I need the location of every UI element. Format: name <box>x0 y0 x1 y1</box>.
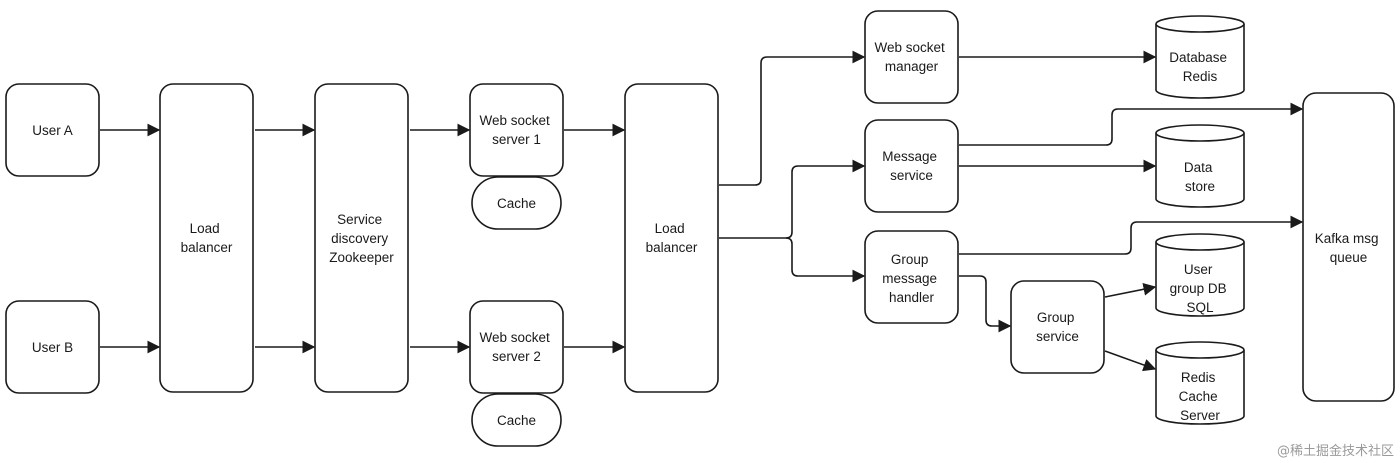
load-balancer-2-box: Load balancer <box>624 83 719 393</box>
edge-lb2-to-message-service <box>719 159 866 239</box>
ws-manager-label: Web socket manager <box>874 40 948 74</box>
group-service-box: Group service <box>1010 280 1105 374</box>
message-service-box: Message service <box>864 119 959 213</box>
cache-1-pill: Cache <box>471 176 562 230</box>
group-service-label: Group service <box>1036 310 1079 344</box>
user-a-box: User A <box>5 83 100 177</box>
ws-server-2-label: Web socket server 2 <box>479 330 553 364</box>
kafka-queue-box: Kafka msg queue <box>1302 92 1395 402</box>
edge-group-handler-to-kafka <box>959 215 1304 255</box>
ws-server-2-box: Web socket server 2 <box>469 300 564 394</box>
load-balancer-1-label: Load balancer <box>181 221 233 255</box>
ws-manager-box: Web socket manager <box>864 10 959 104</box>
kafka-queue-label: Kafka msg queue <box>1315 231 1383 265</box>
user-group-db-cylinder: User group DB SQL <box>1155 233 1245 317</box>
edges <box>100 50 1304 372</box>
edge-group-handler-to-group-service <box>959 275 1012 333</box>
load-balancer-2-label: Load balancer <box>646 221 698 255</box>
db-redis-label: Database Redis <box>1169 50 1231 84</box>
edge-lb2-to-group-handler <box>785 237 866 283</box>
data-store-cylinder: Data store <box>1155 124 1245 208</box>
redis-cache-label: Redis Cache Server <box>1179 370 1222 423</box>
ws-server-1-box: Web socket server 1 <box>469 83 564 177</box>
edge-group-service-to-user-group-db <box>1104 282 1157 298</box>
db-redis-cylinder: Database Redis <box>1155 15 1245 99</box>
cache-1-label: Cache <box>497 196 536 211</box>
group-handler-box: Group message handler <box>864 230 959 324</box>
load-balancer-1-box: Load balancer <box>159 83 254 393</box>
cache-2-pill: Cache <box>471 393 562 447</box>
user-b-box: User B <box>5 300 100 394</box>
user-group-db-label: User group DB SQL <box>1170 262 1231 315</box>
edge-group-service-to-redis-cache <box>1104 350 1157 372</box>
edge-lb2-to-ws-manager <box>719 50 866 186</box>
edge-message-service-to-kafka <box>959 102 1304 146</box>
message-service-label: Message service <box>882 149 941 183</box>
redis-cache-cylinder: Redis Cache Server <box>1155 341 1245 425</box>
user-b-label: User B <box>32 340 73 355</box>
watermark-text: @稀土掘金技术社区 <box>1277 443 1394 459</box>
service-discovery-box: Service discovery Zookeeper <box>314 83 409 393</box>
cache-2-label: Cache <box>497 413 536 428</box>
group-handler-label: Group message handler <box>882 252 941 305</box>
service-discovery-label: Service discovery Zookeeper <box>329 212 394 265</box>
ws-server-1-label: Web socket server 1 <box>479 113 553 147</box>
data-store-label: Data store <box>1184 160 1216 194</box>
user-a-label: User A <box>32 123 73 138</box>
